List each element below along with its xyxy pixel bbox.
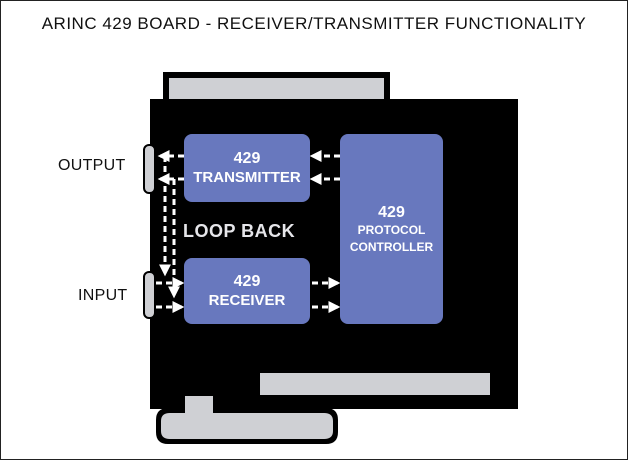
transmitter-name: TRANSMITTER xyxy=(193,168,301,186)
transmitter-number: 429 xyxy=(233,150,261,168)
protocol-controller-block: 429 PROTOCOL CONTROLLER xyxy=(340,134,443,324)
transmitter-block: 429 TRANSMITTER xyxy=(184,134,310,202)
output-port xyxy=(143,144,156,194)
arrows-input-to-receiver xyxy=(156,277,185,313)
output-label: OUTPUT xyxy=(58,157,126,174)
diagram-title: ARINC 429 BOARD - RECEIVER/TRANSMITTER F… xyxy=(41,14,587,33)
protocol-controller-line1: PROTOCOL xyxy=(357,222,426,237)
receiver-block: 429 RECEIVER xyxy=(184,258,310,324)
input-label: INPUT xyxy=(78,287,128,304)
arrows-controller-to-transmitter xyxy=(309,150,340,185)
input-port xyxy=(143,271,156,319)
receiver-number: 429 xyxy=(233,273,261,291)
receiver-name: RECEIVER xyxy=(208,291,286,309)
arrows-receiver-to-controller xyxy=(312,277,341,313)
protocol-controller-line2: CONTROLLER xyxy=(349,239,434,254)
protocol-controller-number: 429 xyxy=(378,203,405,221)
loop-back-label: LOOP BACK xyxy=(183,221,296,241)
